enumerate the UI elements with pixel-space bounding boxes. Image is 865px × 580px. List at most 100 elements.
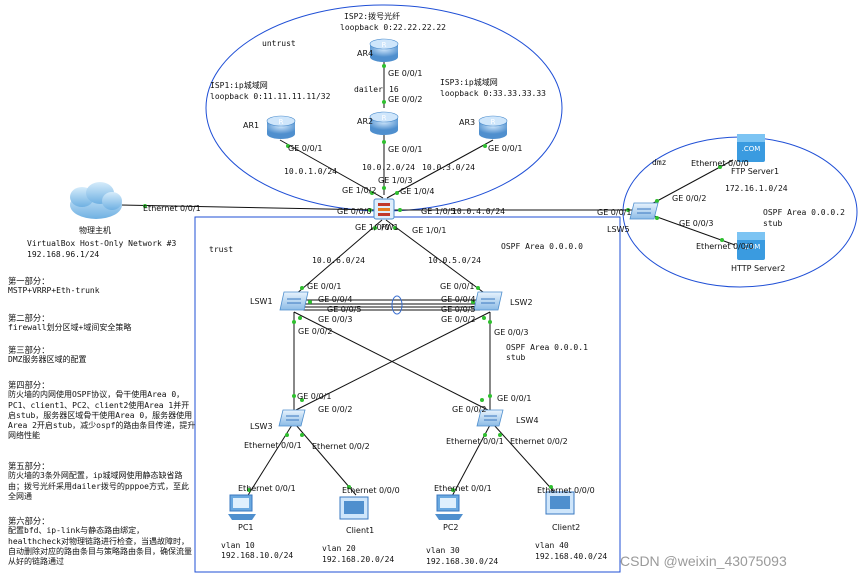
isp3-title: ISP3:ip城域网 [440, 78, 498, 87]
http-com-label: .COM [742, 243, 761, 251]
note-part6-title: 第六部分： [8, 516, 50, 526]
ar3-port-label: GE 0/0/1 [488, 144, 523, 153]
pc2-icon[interactable] [435, 494, 463, 520]
subnet-10-0-4: 10.0.4.0/24 [452, 207, 505, 216]
subnet-10-0-1: 10.0.1.0/24 [284, 167, 337, 176]
ar1-router-icon[interactable]: R [266, 115, 296, 139]
note-part1-body: MSTP+VRRP+Eth-trunk [8, 286, 100, 296]
note-part3: 第三部分： DMZ服务器区域的配置 [8, 345, 196, 366]
subnet-10-0-3: 10.0.3.0/24 [422, 163, 475, 172]
vlan40-subnet: 192.168.40.0/24 [535, 552, 608, 561]
ar2-router-icon[interactable]: R [369, 111, 399, 135]
dmz-subnet: 172.16.1.0/24 [725, 184, 788, 193]
vlan10-label: vlan 10 [221, 541, 255, 550]
lsw4-switch-icon[interactable] [476, 409, 504, 427]
host-eth-label: Ethernet 0/0/1 [143, 204, 201, 213]
lsw4-g001-label: GE 0/0/1 [497, 394, 532, 403]
host-ip-label: 192.168.96.1/24 [27, 250, 100, 259]
note-part1-title: 第一部分： [8, 276, 50, 286]
fw-g102-label: GE 1/0/2 [342, 186, 377, 195]
subnet-trust-right: 10.0.5.0/24 [428, 256, 481, 265]
note-part5-body: 防火墙的3条外网配置，ip城域网使用静态缺省路由；拨号光纤采用dailer拨号的… [8, 471, 189, 501]
untrust-zone-label: untrust [262, 39, 296, 48]
svg-text:R: R [279, 118, 284, 126]
lsw2-switch-icon[interactable] [473, 291, 503, 311]
http-server-icon[interactable] [737, 232, 765, 260]
note-part2-body: firewall划分区域+域间安全策略 [8, 323, 132, 333]
svg-text:R: R [382, 114, 387, 122]
note-part5: 第五部分： 防火墙的3条外网配置，ip城域网使用静态缺省路由；拨号光纤采用dai… [8, 461, 196, 502]
fw-g101-label: GE 1/0/1 [412, 226, 447, 235]
ar3-router-icon[interactable]: R [478, 115, 508, 139]
trust-zone-box [194, 216, 621, 573]
isp3-loopback: loopback 0:33.33.33.33 [440, 89, 546, 98]
lsw2-g002-label: GE 0/0/2 [441, 315, 476, 324]
lsw4-label: LSW4 [516, 416, 539, 425]
lsw1-switch-icon[interactable] [279, 291, 309, 311]
ftp-server-icon[interactable] [737, 134, 765, 162]
note-part3-body: DMZ服务器区域的配置 [8, 355, 87, 365]
lsw5-switch-icon[interactable] [629, 202, 659, 220]
note-part3-title: 第三部分： [8, 345, 50, 355]
lsw3-switch-icon[interactable] [278, 409, 306, 427]
fw1-label: FW1 [381, 223, 399, 232]
subnet-10-0-2: 10.0.2.0/24 [362, 163, 415, 172]
subnet-trust-left: 10.0.6.0/24 [312, 256, 365, 265]
note-part6: 第六部分： 配置bfd、ip-link与静态路由绑定，healthcheck对物… [8, 516, 196, 567]
note-part4-body: 防火墙的内网使用OSPF协议，骨干使用Area 0，PC1、client1、PC… [8, 390, 196, 441]
dmz-ospf-area: OSPF Area 0.0.0.2 [763, 208, 845, 217]
dmz-zone-label: dmz [652, 158, 667, 167]
vlan10-subnet: 192.168.10.0/24 [221, 551, 294, 560]
fw-g104-label: GE 1/0/4 [400, 187, 435, 196]
physical-host-cloud-icon[interactable] [70, 182, 122, 219]
vlan20-subnet: 192.168.20.0/24 [322, 555, 395, 564]
ar4-router-icon[interactable]: R [369, 38, 399, 62]
vlan30-subnet: 192.168.30.0/24 [426, 557, 499, 566]
svg-text:R: R [491, 118, 496, 126]
pc1-label: PC1 [238, 523, 254, 532]
ospf-area-1: OSPF Area 0.0.0.1 [506, 343, 588, 352]
isp2-title: ISP2:拨号光纤 [344, 12, 401, 21]
lsw1-g004-label: GE 0/0/4 [318, 295, 353, 304]
ospf-area-0: OSPF Area 0.0.0.0 [501, 242, 583, 251]
ar3-label: AR3 [459, 118, 476, 127]
lsw3-g002-label: GE 0/0/2 [318, 405, 353, 414]
client1-eth-label: Ethernet 0/0/0 [342, 486, 400, 495]
note-part6-body: 配置bfd、ip-link与静态路由绑定，healthcheck对物理链路进行检… [8, 526, 192, 567]
ar4-port-label: GE 0/0/1 [388, 69, 423, 78]
lsw3-eth2-label: Ethernet 0/0/2 [312, 442, 370, 451]
fw-g103-label: GE 1/0/3 [378, 176, 413, 185]
host-label: 物理主机 [79, 226, 111, 235]
lsw2-label: LSW2 [510, 298, 533, 307]
client2-icon[interactable] [545, 491, 575, 515]
vlan40-label: vlan 40 [535, 541, 569, 550]
isp1-title: ISP1:ip城域网 [210, 81, 268, 90]
lsw1-g001-label: GE 0/0/1 [307, 282, 342, 291]
lsw1-g003-label: GE 0/0/3 [318, 315, 353, 324]
note-part1: 第一部分： MSTP+VRRP+Eth-trunk [8, 276, 196, 297]
client1-icon[interactable] [339, 496, 369, 520]
fw1-firewall-icon[interactable] [373, 198, 395, 220]
ospf-area-1-stub: stub [506, 353, 526, 362]
lsw4-eth1-label: Ethernet 0/0/1 [446, 437, 504, 446]
note-part5-title: 第五部分： [8, 461, 50, 471]
pc1-icon[interactable] [228, 494, 256, 520]
pc2-label: PC2 [443, 523, 459, 532]
lsw2-g003-label: GE 0/0/3 [494, 328, 529, 337]
fw-g000-label: GE 0/0/0 [337, 207, 372, 216]
lsw5-g003-label: GE 0/0/3 [679, 219, 714, 228]
fw-g105-label: GE 1/0/5 [421, 207, 456, 216]
ftp-eth-label: Ethernet 0/0/0 [691, 159, 749, 168]
isp1-loopback: loopback 0:11.11.11.11/32 [210, 92, 331, 101]
isp2-loopback: loopback 0:22.22.22.22 [340, 23, 446, 32]
pc1-eth-label: Ethernet 0/0/1 [238, 484, 296, 493]
lsw2-g005-label: GE 0/0/5 [441, 305, 476, 314]
ar2-label: AR2 [357, 117, 374, 126]
dmz-stub: stub [763, 219, 783, 228]
note-part2: 第二部分： firewall划分区域+域间安全策略 [8, 313, 196, 334]
lsw3-g001-label: GE 0/0/1 [297, 392, 332, 401]
lsw3-label: LSW3 [250, 422, 273, 431]
host-network-label: VirtualBox Host-Only Network #3 [27, 239, 177, 248]
